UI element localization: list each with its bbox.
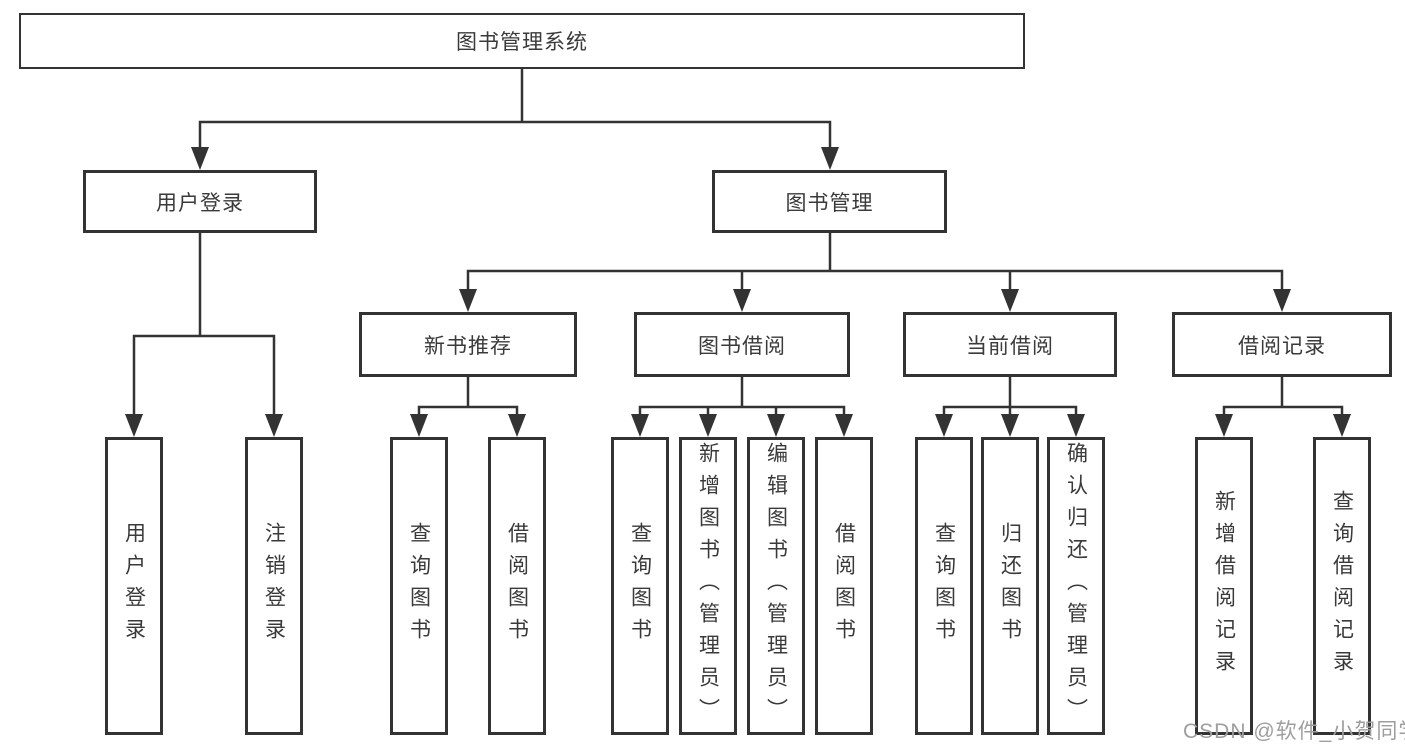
arrow-down-icon [1067,414,1085,437]
edge-bookmgmt-to-level3 [466,233,1284,293]
leaf-confirm-return-admin: 确认归还（管理员） [1047,437,1105,735]
arrow-down-icon [1215,414,1233,437]
arrow-down-icon [1273,289,1291,312]
node-book-borrowing: 图书借阅 [634,312,850,377]
leaf-add-books-admin: 新增图书（管理员） [679,437,737,735]
arrow-down-icon [835,414,853,437]
edge-newbook-to-leaves [417,377,519,416]
arrow-down-icon [459,289,477,312]
arrow-down-icon [265,414,283,437]
node-book-management: 图书管理 [712,170,947,233]
edge-userlogin-to-leaves [132,233,276,416]
arrow-down-icon [935,414,953,437]
leaf-edit-books-admin: 编辑图书（管理员） [747,437,805,735]
leaf-query-books-borrow: 查询图书 [611,437,669,735]
arrow-down-icon [191,147,209,170]
node-current-borrowing: 当前借阅 [903,312,1117,377]
edge-bookborrow-to-leaves [638,377,846,416]
arrow-down-icon [733,289,751,312]
leaf-borrow-books: 借阅图书 [815,437,873,735]
leaf-query-books-recommend: 查询图书 [390,437,448,735]
arrowheads [125,147,1351,437]
arrow-down-icon [767,414,785,437]
edge-borrowrecords-to-leaves [1222,377,1344,416]
leaf-logout: 注销登录 [245,437,303,735]
arrow-down-icon [1001,289,1019,312]
node-new-book-recommendation: 新书推荐 [359,312,577,377]
arrow-down-icon [821,147,839,170]
node-user-login: 用户登录 [83,170,317,233]
node-library-management-system: 图书管理系统 [19,13,1025,69]
arrow-down-icon [508,414,526,437]
leaf-query-books-current: 查询图书 [915,437,973,735]
arrow-down-icon [1001,414,1019,437]
leaf-borrow-books-recommend: 借阅图书 [488,437,546,735]
arrow-down-icon [410,414,428,437]
leaf-query-borrow-record: 查询借阅记录 [1313,437,1371,735]
watermark: CSDN @软件_小贺同学 [1183,720,1405,743]
leaf-user-login: 用户登录 [105,437,163,735]
edge-root-to-level2 [198,69,832,152]
leaf-add-borrow-record: 新增借阅记录 [1195,437,1253,735]
arrow-down-icon [631,414,649,437]
edge-currentborrow-to-leaves [942,377,1078,416]
leaf-return-books: 归还图书 [981,437,1039,735]
node-borrowing-records: 借阅记录 [1172,312,1392,377]
arrow-down-icon [1333,414,1351,437]
arrow-down-icon [699,414,717,437]
arrow-down-icon [125,414,143,437]
